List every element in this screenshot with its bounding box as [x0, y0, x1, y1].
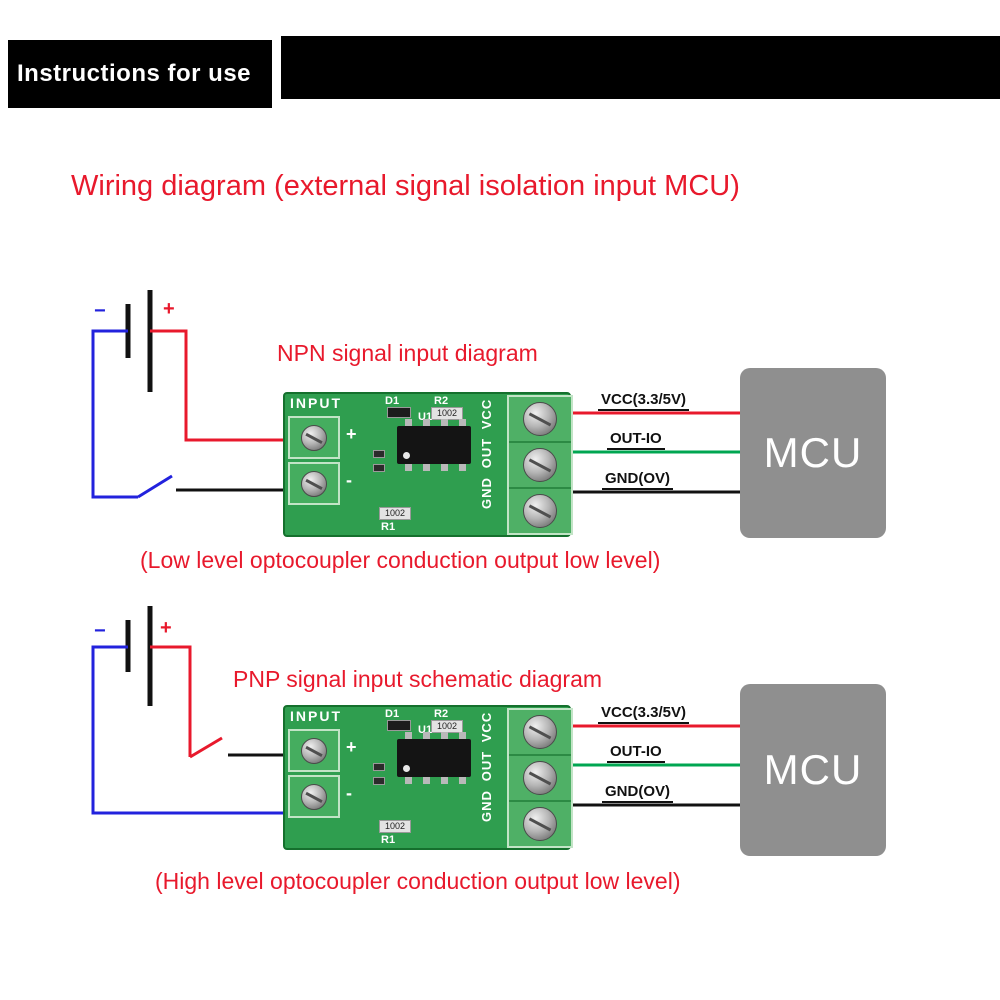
header-bar — [281, 36, 1000, 99]
header-ribbon-label: Instructions for use — [17, 60, 252, 87]
mcu-label: MCU — [763, 746, 863, 793]
ic-pin1-dot — [403, 452, 410, 459]
screw — [301, 470, 327, 497]
battery-plus-label: + — [163, 298, 175, 320]
out-wire-label: OUT-IO — [607, 430, 665, 450]
pnp-red-wire — [150, 645, 192, 757]
mcu-box-pnp: MCU — [740, 684, 886, 856]
pnp-switch — [189, 736, 223, 759]
header-ribbon: Instructions for use — [8, 40, 272, 108]
input-terminal-minus — [288, 462, 340, 505]
pin-label-out: OUT — [479, 750, 494, 782]
optocoupler-ic — [397, 419, 471, 471]
gnd-wire-label: GND(OV) — [602, 783, 673, 803]
module-plus-mark: + — [346, 737, 357, 757]
pin-label-gnd: GND — [479, 477, 494, 509]
screw — [523, 494, 557, 528]
gnd-wire-label: GND(OV) — [602, 470, 673, 490]
vcc-wire-label: VCC(3.3/5V) — [598, 391, 690, 411]
screw — [523, 761, 557, 795]
ic-pin — [441, 464, 448, 471]
terminal-cell-gnd — [509, 489, 571, 533]
ic-pin — [405, 732, 412, 739]
input-terminal-minus — [288, 775, 340, 818]
ic-pin — [441, 419, 448, 426]
pin-label-gnd: GND — [479, 790, 494, 822]
diode-ref: D1 — [385, 708, 400, 720]
resistor-r1-ref: R1 — [381, 834, 396, 846]
mcu-box-npn: MCU — [740, 368, 886, 538]
screw — [301, 783, 327, 810]
battery-minus-label: − — [94, 300, 106, 322]
terminal-cell-gnd — [509, 802, 571, 846]
mcu-label: MCU — [763, 429, 863, 476]
smd-component — [373, 450, 385, 458]
diode-d1 — [387, 720, 411, 731]
ic-pin — [405, 464, 412, 471]
terminal-cell-vcc — [509, 397, 571, 443]
ic-pin — [459, 464, 466, 471]
terminal-cell-out — [509, 443, 571, 489]
battery-minus-label: − — [94, 620, 106, 642]
input-terminal-plus — [288, 729, 340, 772]
module-plus-mark: + — [346, 424, 357, 444]
screw — [301, 424, 327, 451]
pin-label-out: OUT — [479, 437, 494, 469]
npn-blue-wire — [91, 329, 138, 499]
npn-caption: (Low level optocoupler conduction output… — [140, 547, 661, 573]
screw — [523, 807, 557, 841]
diode-d1 — [387, 407, 411, 418]
optocoupler-ic — [397, 732, 471, 784]
ic-pin — [423, 464, 430, 471]
output-terminal-block — [507, 708, 573, 848]
terminal-cell-vcc — [509, 710, 571, 756]
input-terminal-plus — [288, 416, 340, 459]
ic-pin — [405, 777, 412, 784]
ic-pin — [459, 777, 466, 784]
ic-pin — [459, 732, 466, 739]
ic-pin — [423, 777, 430, 784]
ic-pin — [423, 419, 430, 426]
optocoupler-module-npn: INPUT + - D1 R2 1002 U1 1002 R1 VCC OUT … — [283, 392, 573, 537]
ic-pin1-dot — [403, 765, 410, 772]
screw — [523, 402, 557, 436]
smd-component — [373, 777, 385, 785]
page-title: Wiring diagram (external signal isolatio… — [71, 170, 740, 202]
resistor-r2-ref: R2 — [434, 395, 449, 407]
module-minus-mark: - — [346, 470, 352, 490]
npn-red-wire — [150, 329, 285, 442]
pin-label-vcc: VCC — [479, 398, 494, 430]
pnp-caption: (High level optocoupler conduction outpu… — [155, 868, 681, 894]
npn-heading: NPN signal input diagram — [277, 340, 538, 366]
ic-pin — [441, 732, 448, 739]
resistor-r1-ref: R1 — [381, 521, 396, 533]
module-input-silkscreen: INPUT — [290, 708, 342, 724]
screw — [301, 737, 327, 764]
npn-switch — [137, 474, 173, 499]
ic-pin — [459, 419, 466, 426]
pnp-blue-wire — [91, 645, 285, 815]
resistor-r1: 1002 — [379, 820, 411, 833]
smd-component — [373, 464, 385, 472]
ic-pin — [405, 419, 412, 426]
ic-pin — [441, 777, 448, 784]
pnp-heading: PNP signal input schematic diagram — [233, 666, 603, 692]
screw — [523, 448, 557, 482]
screw — [523, 715, 557, 749]
module-input-silkscreen: INPUT — [290, 395, 342, 411]
out-wire-label: OUT-IO — [607, 743, 665, 763]
output-terminal-block — [507, 395, 573, 535]
vcc-wire-label: VCC(3.3/5V) — [598, 704, 690, 724]
pin-label-vcc: VCC — [479, 711, 494, 743]
smd-component — [373, 763, 385, 771]
resistor-r2-ref: R2 — [434, 708, 449, 720]
diode-ref: D1 — [385, 395, 400, 407]
battery-plus-label: + — [160, 617, 172, 639]
optocoupler-module-pnp: INPUT + - D1 R2 1002 U1 1002 R1 VCC OUT … — [283, 705, 573, 850]
ic-pin — [423, 732, 430, 739]
resistor-r1: 1002 — [379, 507, 411, 520]
terminal-cell-out — [509, 756, 571, 802]
module-minus-mark: - — [346, 783, 352, 803]
